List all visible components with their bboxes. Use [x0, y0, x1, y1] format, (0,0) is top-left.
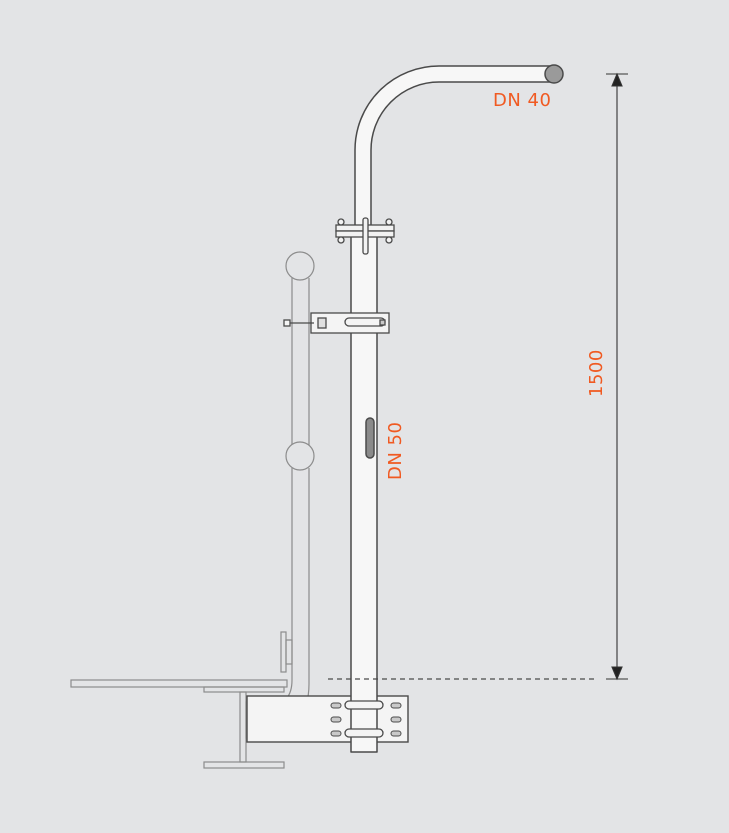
base-slot	[330, 716, 342, 723]
base-u-bolt-lower	[344, 728, 384, 738]
ghost-railing-joint	[285, 441, 315, 471]
ghost-beam-bottom-flange	[203, 761, 285, 769]
ghost-beam-top-flange	[203, 686, 285, 693]
ghost-flange-small	[280, 631, 287, 673]
base-u-bolts	[344, 700, 384, 738]
upper-bracket	[283, 312, 390, 334]
base-slot	[390, 716, 402, 723]
height-dimension	[606, 72, 628, 681]
ghost-railing	[70, 251, 315, 769]
base-plate-slots	[330, 702, 402, 737]
pipe-coupling	[335, 217, 395, 255]
base-plate	[246, 695, 409, 743]
upper-u-bolt	[344, 317, 386, 327]
coupling-bolt	[337, 236, 345, 244]
pipe-open-end	[544, 64, 564, 84]
coupling-bolt	[385, 236, 393, 244]
base-u-bolt-upper	[344, 700, 384, 710]
coupling-bolt	[337, 218, 345, 226]
dimension-arrow-down	[611, 666, 623, 681]
base-slot	[390, 730, 402, 737]
upper-bracket-nut	[317, 317, 327, 329]
base-slot	[330, 702, 342, 709]
upper-bracket-rod-end	[283, 319, 291, 327]
top-pipe-label: DN 40	[493, 90, 552, 111]
base-slot	[390, 702, 402, 709]
ghost-railing-top-knob	[285, 251, 315, 281]
base-slot	[330, 730, 342, 737]
pipe-slot	[365, 417, 375, 459]
coupling-pin	[362, 217, 369, 255]
main-pipe	[350, 64, 564, 753]
ghost-floor-plate	[70, 679, 288, 688]
upper-bracket-slot	[379, 319, 386, 326]
coupling-bolt	[385, 218, 393, 226]
ghost-beam-web	[239, 691, 247, 763]
ghost-flange-small-plate	[285, 639, 293, 665]
vertical-pipe-label: DN 50	[385, 421, 406, 480]
dimension-arrow-up	[611, 72, 623, 87]
base-plate-body	[246, 695, 409, 743]
height-dimension-label: 1500	[586, 349, 607, 397]
